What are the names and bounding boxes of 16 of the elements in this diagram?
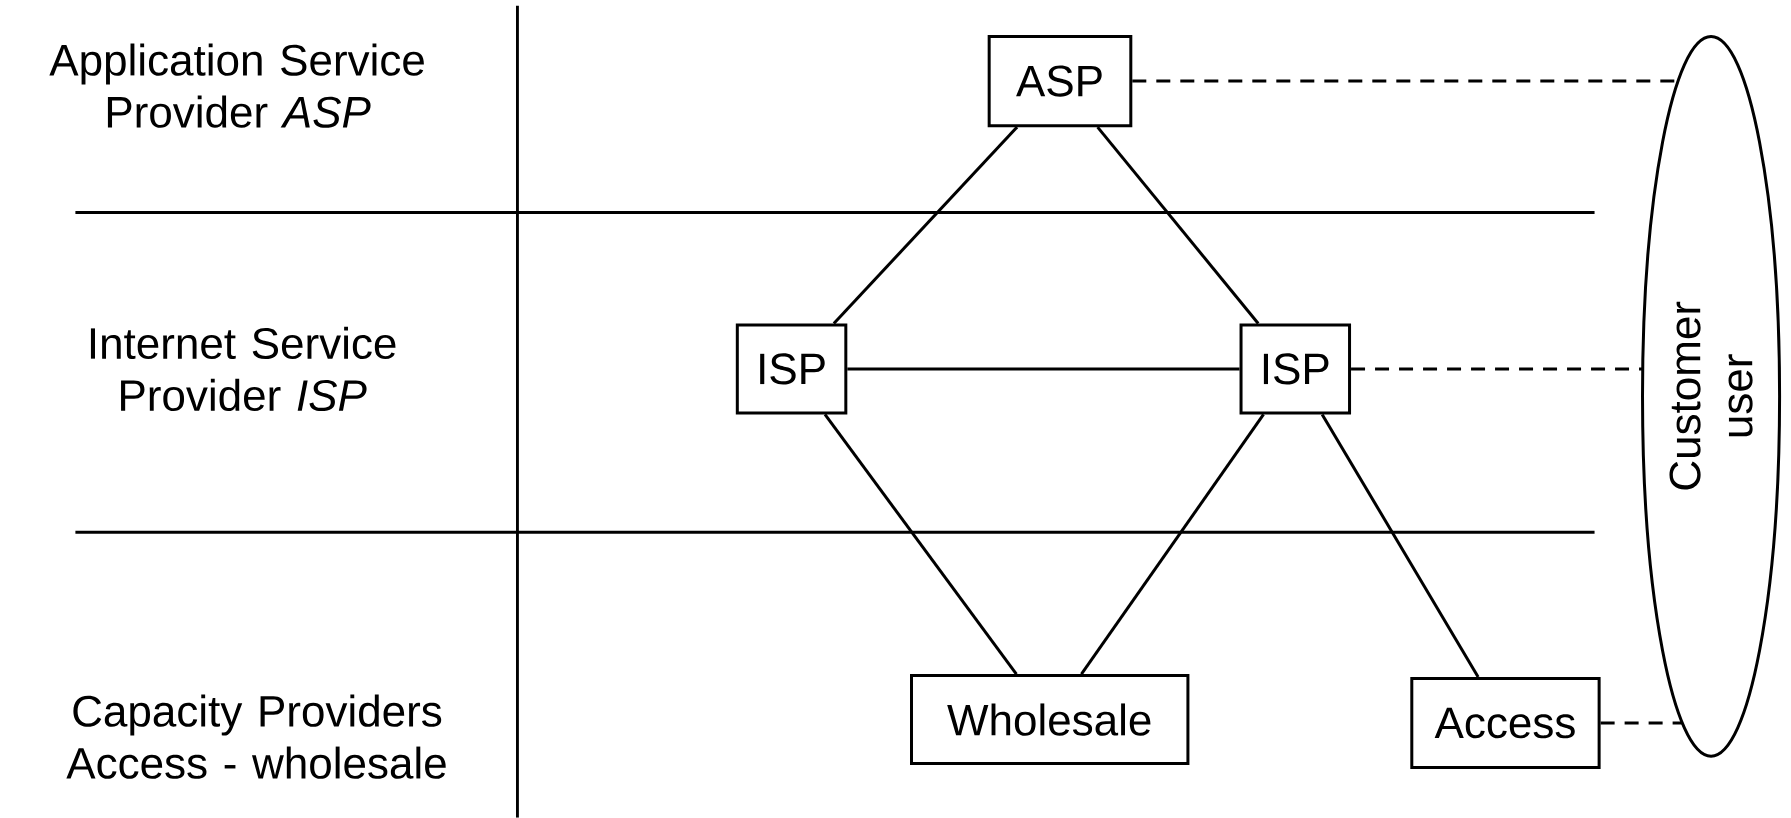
connector-line [1080,413,1265,676]
connector-line [847,367,1240,371]
connector-line [1096,126,1260,325]
box: Access [1410,677,1601,770]
layer-label: Application Service Provider ASP [49,43,424,128]
connector-line [1351,367,1643,371]
box: ISP [735,323,848,415]
box: Wholesale [910,674,1190,766]
connector-line [832,126,1019,325]
connector-line [823,413,1018,676]
layer-label: Internet Service Provider ISP [90,326,396,412]
connector-line [1320,413,1480,678]
box: ISP [1239,323,1352,415]
connector-line [1600,721,1683,725]
box: ASP [987,35,1133,128]
layer-label: Capacity Providers Access - wholesale [66,694,446,779]
